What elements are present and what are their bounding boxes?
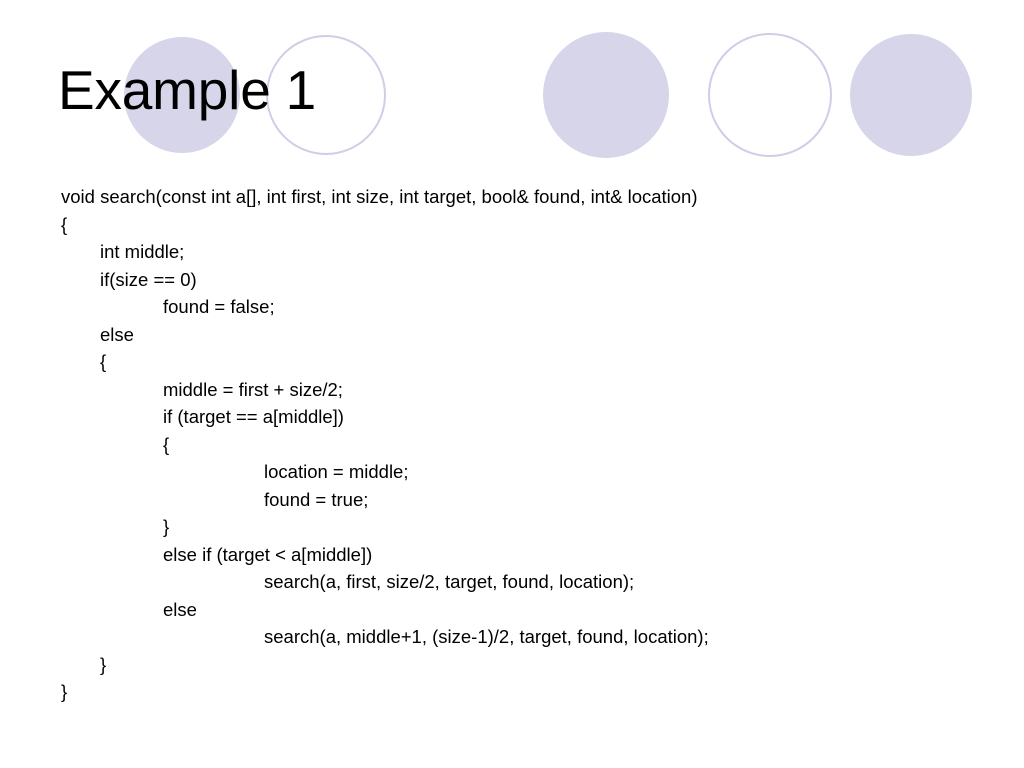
code-line: } xyxy=(61,681,68,702)
code-line: } xyxy=(100,653,107,675)
circle-5-filled xyxy=(850,34,972,156)
code-line: if (target == a[middle]) xyxy=(163,406,344,427)
code-line: void search(const int a[], int first, in… xyxy=(61,186,698,207)
code-line: { xyxy=(163,433,170,455)
code-line: middle = first + size/2; xyxy=(163,378,343,400)
code-block: void search(const int a[], int first, in… xyxy=(61,183,991,706)
circle-3-filled xyxy=(543,32,669,158)
code-line: search(a, middle+1, (size-1)/2, target, … xyxy=(264,626,709,647)
circle-4-outlined xyxy=(708,33,832,157)
page-title: Example 1 xyxy=(58,59,317,121)
code-line: } xyxy=(163,516,170,537)
code-line: int middle; xyxy=(100,241,185,262)
code-line: if(size == 0) xyxy=(100,268,197,290)
code-line: { xyxy=(61,213,68,235)
code-line: search(a, first, size/2, target, found, … xyxy=(264,571,635,592)
code-line: else xyxy=(163,598,197,620)
code-line: found = true; xyxy=(264,488,369,510)
code-line: location = middle; xyxy=(264,461,409,482)
code-line: found = false; xyxy=(163,296,275,317)
code-line: else if (target < a[middle]) xyxy=(163,543,373,565)
code-line: else xyxy=(100,323,134,345)
code-line: { xyxy=(100,351,107,372)
